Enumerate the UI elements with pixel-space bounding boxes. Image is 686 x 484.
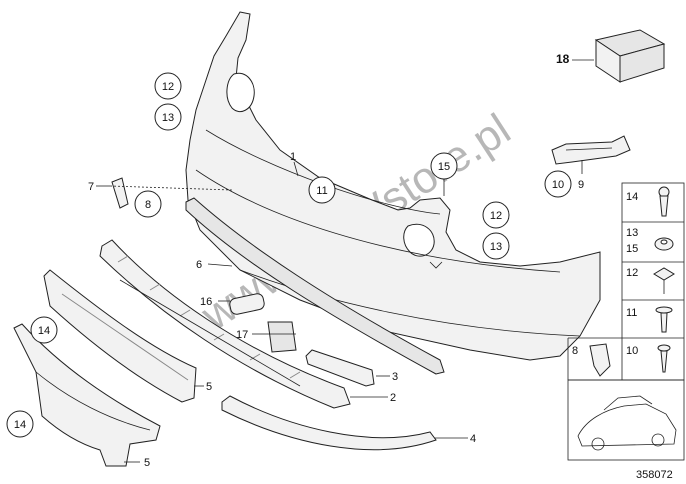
legend-13: 13 [626, 227, 638, 239]
callout-13-right: 13 [482, 232, 510, 260]
part-14-plate-base [13, 323, 161, 467]
car-thumbnail [567, 379, 685, 461]
part-6-trim-strip [185, 197, 445, 375]
callout-6: 6 [196, 259, 202, 271]
rivet-11-icon [655, 306, 673, 333]
clip-8-icon [589, 343, 611, 377]
clip-14-icon [658, 186, 670, 217]
legend-12: 12 [626, 267, 638, 279]
callout-11: 11 [308, 176, 336, 204]
svg-text:8: 8 [145, 199, 151, 211]
callout-16: 16 [200, 296, 212, 308]
screw-10-icon [657, 344, 671, 373]
svg-text:13: 13 [490, 241, 502, 253]
callout-4: 4 [470, 433, 476, 445]
nut-13-icon [654, 237, 674, 251]
callout-9: 9 [578, 179, 584, 191]
legend-10: 10 [626, 345, 638, 357]
callout-2: 2 [390, 392, 396, 404]
callout-17: 17 [236, 329, 248, 341]
part-9-bracket [551, 135, 631, 165]
callout-3: 3 [392, 371, 398, 383]
clip-12-icon [653, 267, 675, 294]
callout-7: 7 [88, 181, 94, 193]
fastener-legend: 14 13 15 12 11 8 10 [567, 182, 685, 381]
part-3-side-strip [305, 349, 375, 387]
part-18-box [594, 29, 666, 83]
part-7-cover [111, 177, 129, 209]
svg-text:11: 11 [316, 185, 327, 197]
callout-8: 8 [134, 190, 162, 218]
svg-text:10: 10 [552, 179, 564, 191]
callout-5-lower: 5 [144, 457, 150, 469]
callout-1: 1 [290, 151, 296, 163]
part-4-lower-trim [221, 395, 437, 451]
part-2-grille [99, 239, 351, 409]
callout-15: 15 [430, 152, 458, 180]
svg-text:12: 12 [490, 210, 502, 222]
svg-text:14: 14 [38, 325, 50, 337]
legend-15: 15 [626, 243, 638, 255]
callout-14-mid: 14 [30, 316, 58, 344]
svg-text:14: 14 [14, 419, 26, 431]
svg-text:12: 12 [162, 81, 174, 93]
legend-14: 14 [626, 191, 638, 203]
callout-14-low: 14 [6, 410, 34, 438]
svg-text:15: 15 [438, 161, 450, 173]
part-17-bracket [267, 321, 297, 353]
callout-13-top: 13 [154, 103, 182, 131]
callout-5-upper: 5 [206, 381, 212, 393]
legend-8: 8 [572, 345, 578, 357]
callout-10: 10 [544, 170, 572, 198]
svg-text:13: 13 [162, 112, 174, 124]
diagram-number: 358072 [636, 469, 673, 481]
callout-12-top: 12 [154, 72, 182, 100]
callout-18: 18 [556, 52, 570, 66]
callout-12-right: 12 [482, 201, 510, 229]
legend-11: 11 [626, 307, 637, 319]
part-16 [229, 293, 265, 315]
part-5-plate-holder [43, 269, 197, 403]
